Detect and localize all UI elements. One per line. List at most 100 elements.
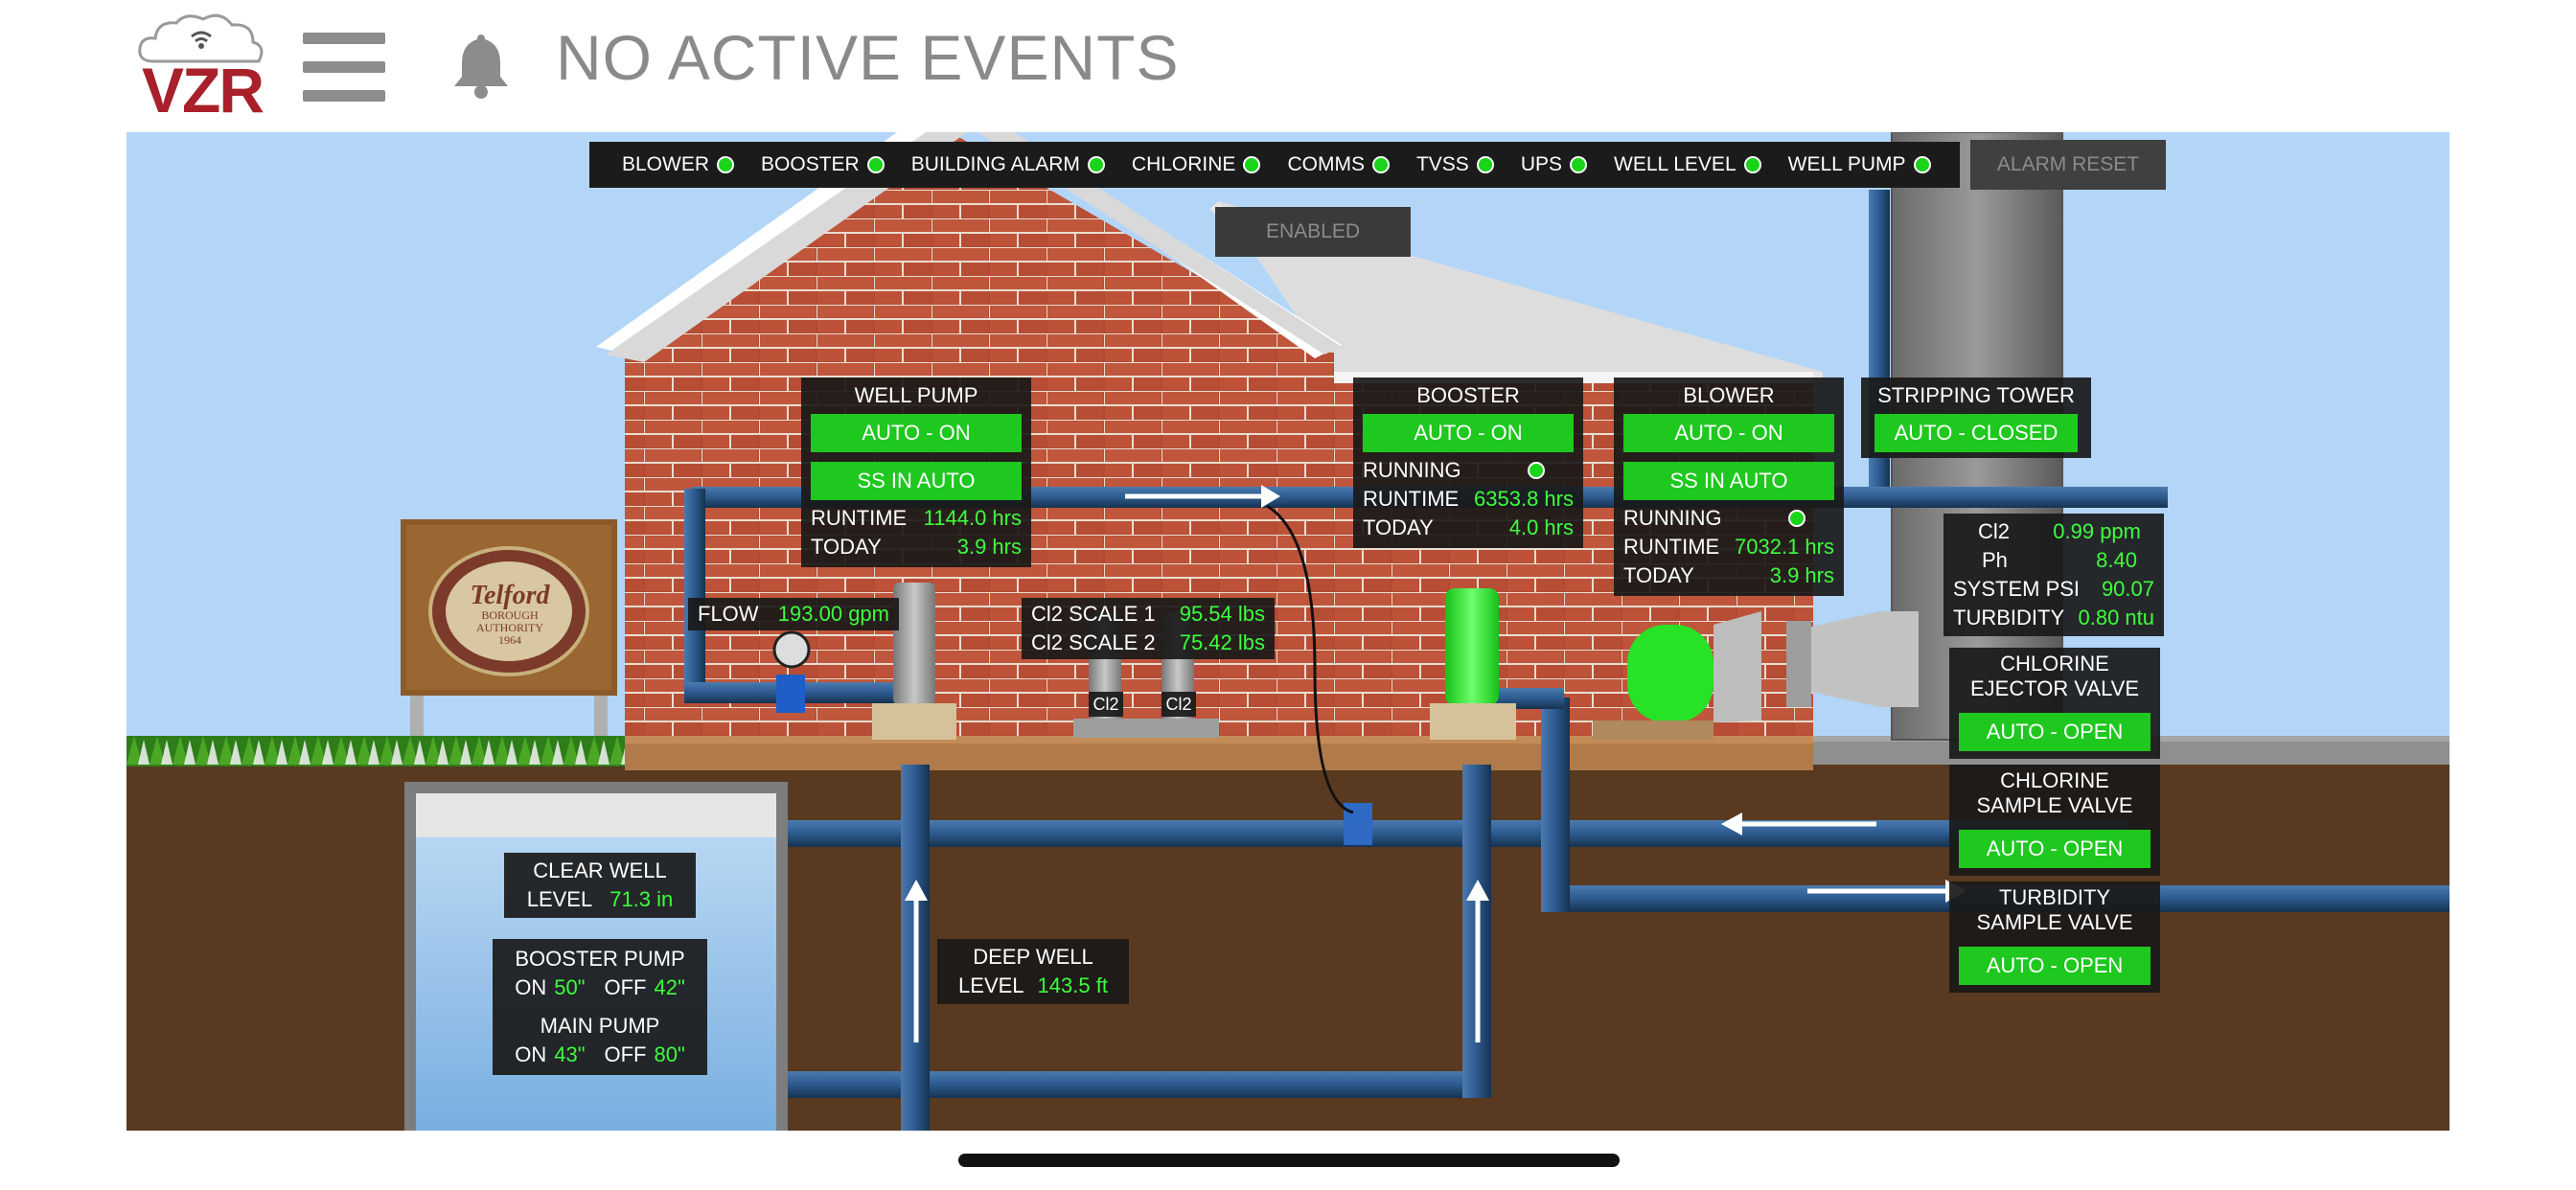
chlorine-ejector-mode-button[interactable]: AUTO - OPEN: [1959, 713, 2150, 751]
logo-text: VZR: [142, 55, 264, 126]
status-label: UPS: [1520, 153, 1562, 175]
status-ok-icon: [1476, 156, 1494, 173]
cloud-wifi-icon: [138, 13, 264, 63]
ph-value: 8.40: [2096, 548, 2137, 572]
panel-title: STRIPPING TOWER: [1877, 383, 2075, 407]
blower-ss-button[interactable]: SS IN AUTO: [1623, 462, 1834, 500]
panel-title-line1: CHLORINE: [2000, 768, 2109, 792]
status-tvss[interactable]: TVSS: [1416, 153, 1494, 176]
scale2-value: 75.42 lbs: [1179, 630, 1265, 654]
status-ok-icon: [1087, 156, 1105, 173]
sign-year: 1964: [498, 633, 521, 647]
cl2-value: 0.99 ppm: [2053, 519, 2141, 543]
booster-on-value: 50": [554, 975, 586, 999]
cl2-label: Cl2: [1978, 519, 2011, 543]
status-ok-icon: [1913, 156, 1931, 173]
sign-line1: BOROUGH: [481, 608, 539, 622]
today-value: 4.0 hrs: [1508, 515, 1574, 539]
status-label: TVSS: [1415, 153, 1469, 175]
sign-name: Telford: [470, 581, 550, 610]
panel-title: BOOSTER: [1416, 383, 1520, 407]
deep-well-panel: DEEP WELL LEVEL 143.5 ft: [937, 939, 1129, 1004]
panel-title-line1: CHLORINE: [2000, 652, 2109, 675]
status-ok-icon: [1371, 156, 1390, 173]
status-ok-icon: [717, 156, 735, 173]
today-label: TODAY: [1363, 515, 1434, 539]
level-value: 143.5 ft: [1037, 973, 1108, 997]
running-label: RUNNING: [1363, 458, 1461, 482]
status-booster[interactable]: BOOSTER: [761, 153, 885, 176]
turbidity-sample-mode-button[interactable]: AUTO - OPEN: [1959, 947, 2150, 985]
chlorine-sample-valve-panel: CHLORINE SAMPLE VALVE AUTO - OPEN: [1949, 765, 2160, 876]
alarm-reset-button[interactable]: ALARM RESET: [1970, 140, 2166, 190]
runtime-value: 6353.8 hrs: [1474, 487, 1574, 511]
runtime-label: RUNTIME: [1623, 535, 1720, 559]
status-blower[interactable]: BLOWER: [622, 153, 735, 176]
well-pump-panel: WELL PUMP AUTO - ON SS IN AUTO RUNTIME 11…: [801, 378, 1031, 567]
status-label: BOOSTER: [761, 153, 860, 175]
status-well-pump[interactable]: WELL PUMP: [1788, 153, 1931, 176]
menu-icon[interactable]: [303, 33, 385, 107]
booster-panel: BOOSTER AUTO - ON RUNNING RUNTIME 6353.8 …: [1353, 378, 1583, 548]
off-label: OFF: [604, 1042, 647, 1066]
panel-title: BLOWER: [1683, 383, 1775, 407]
panel-title: WELL PUMP: [854, 383, 978, 407]
status-ups[interactable]: UPS: [1521, 153, 1587, 176]
running-indicator-icon: [1788, 510, 1806, 527]
blower-mode-button[interactable]: AUTO - ON: [1623, 414, 1834, 452]
panel-title-line2: SAMPLE VALVE: [1976, 910, 2133, 934]
status-ok-icon: [1570, 156, 1587, 173]
well-pump-mode-button[interactable]: AUTO - ON: [811, 414, 1022, 452]
enabled-button[interactable]: ENABLED: [1215, 207, 1411, 257]
status-building-alarm[interactable]: BUILDING ALARM: [911, 153, 1105, 176]
chlorine-sample-mode-button[interactable]: AUTO - OPEN: [1959, 830, 2150, 868]
on-label: ON: [515, 975, 547, 999]
booster-mode-button[interactable]: AUTO - ON: [1363, 414, 1574, 452]
today-value: 3.9 hrs: [956, 535, 1022, 559]
events-title: NO ACTIVE EVENTS: [556, 22, 1180, 93]
turbidity-value: 0.80 ntu: [2078, 606, 2154, 629]
runtime-value: 1144.0 hrs: [923, 506, 1022, 530]
status-label: WELL LEVEL: [1614, 153, 1736, 175]
stripping-tower-mode-button[interactable]: AUTO - CLOSED: [1874, 414, 2078, 452]
status-comms[interactable]: COMMS: [1287, 153, 1390, 176]
running-indicator-icon: [1528, 462, 1545, 479]
status-well-level[interactable]: WELL LEVEL: [1614, 153, 1761, 176]
authority-sign: Telford BOROUGH AUTHORITY 1964: [427, 583, 592, 647]
panel-title: DEEP WELL: [973, 945, 1093, 969]
status-bar: BLOWER BOOSTER BUILDING ALARM CHLORINE C…: [589, 142, 1960, 188]
status-label: COMMS: [1287, 153, 1365, 175]
well-pump-ss-button[interactable]: SS IN AUTO: [811, 462, 1022, 500]
status-label: WELL PUMP: [1787, 153, 1906, 175]
sign-line2: AUTHORITY: [476, 621, 543, 634]
today-label: TODAY: [811, 535, 882, 559]
main-on-value: 43": [554, 1042, 586, 1066]
status-label: CHLORINE: [1131, 153, 1236, 175]
psi-label: SYSTEM PSI: [1953, 577, 2081, 601]
bell-icon[interactable]: [452, 31, 510, 100]
app-logo[interactable]: VZR: [134, 11, 268, 126]
running-label: RUNNING: [1623, 506, 1722, 530]
chlorine-ejector-valve-panel: CHLORINE EJECTOR VALVE AUTO - OPEN: [1949, 648, 2160, 759]
runtime-label: RUNTIME: [1363, 487, 1460, 511]
psi-value: 90.07: [2101, 577, 2154, 601]
main-pump-title: MAIN PUMP: [540, 1014, 660, 1038]
runtime-label: RUNTIME: [811, 506, 908, 530]
cl2-tank-label-1: Cl2: [1089, 692, 1123, 717]
home-indicator[interactable]: [958, 1154, 1620, 1167]
pump-setpoints-panel: BOOSTER PUMP ON 50" OFF 42" MAIN PUMP ON…: [493, 939, 707, 1075]
status-chlorine[interactable]: CHLORINE: [1132, 153, 1261, 176]
booster-pump-title: BOOSTER PUMP: [515, 947, 685, 971]
on-label: ON: [515, 1042, 547, 1066]
status-ok-icon: [866, 156, 885, 173]
flow-label: FLOW: [698, 602, 759, 626]
ph-label: Ph: [1982, 548, 2008, 572]
level-label: LEVEL: [958, 973, 1024, 997]
status-label: BUILDING ALARM: [910, 153, 1080, 175]
booster-off-value: 42": [654, 975, 685, 999]
scale1-value: 95.54 lbs: [1179, 602, 1265, 626]
blower-panel: BLOWER AUTO - ON SS IN AUTO RUNNING RUNT…: [1614, 378, 1844, 596]
